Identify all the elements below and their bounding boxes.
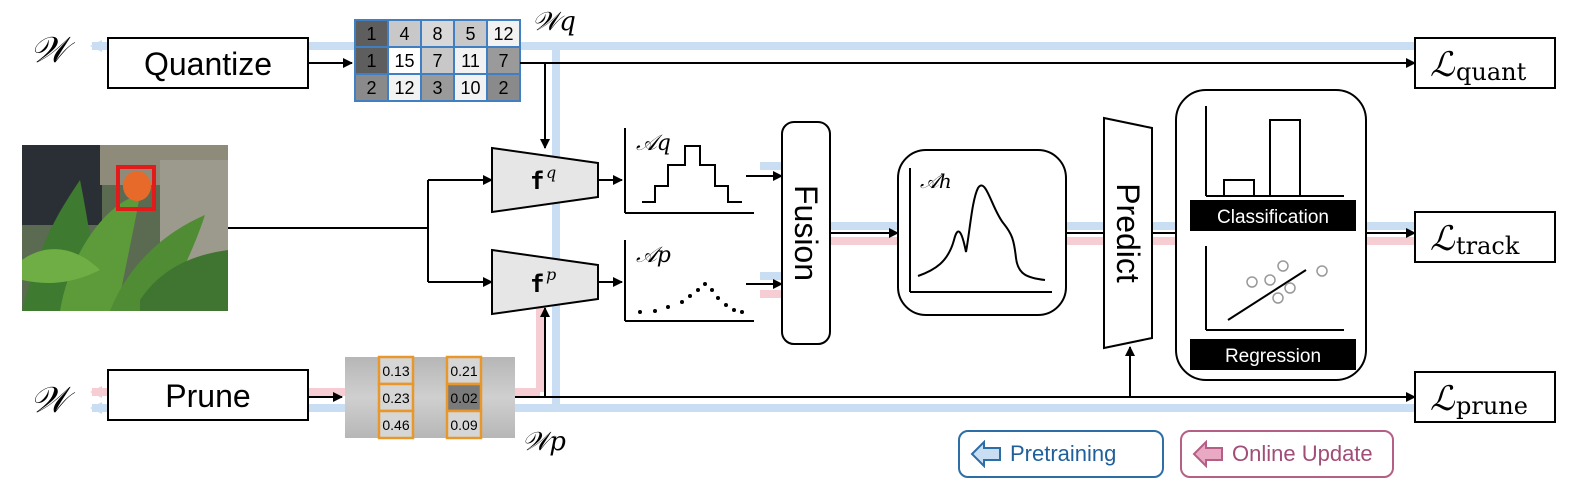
prune-cell <box>481 411 515 438</box>
quant-cell <box>486 73 521 102</box>
track-loss: ℒ track <box>1414 211 1556 263</box>
prediction-heads: Classification Regression <box>1175 89 1367 381</box>
quant-loss: ℒ quant <box>1414 37 1556 89</box>
quant-cell-value: 2 <box>366 78 376 98</box>
quant-cell-value: 15 <box>394 51 414 71</box>
classification-label: Classification <box>1217 207 1329 228</box>
quantize-box <box>107 37 309 89</box>
quant-cell <box>420 46 455 75</box>
svg-text:q: q <box>546 163 556 182</box>
fused-response-plot: 𝒜h <box>897 149 1067 316</box>
weights-label-bottom: 𝒲 <box>30 380 76 421</box>
prune-cell <box>413 411 447 438</box>
svg-text:prune: prune <box>1456 392 1528 420</box>
prune-cell-value: 0.46 <box>382 417 409 433</box>
connection-lines <box>228 58 1416 402</box>
prune-cell <box>413 384 447 411</box>
prune-cell <box>345 384 379 411</box>
quant-cell <box>387 73 422 102</box>
fusion-block: Fusion <box>781 121 831 345</box>
quant-cell-value: 7 <box>432 51 442 71</box>
predict-label: Predict <box>1110 183 1146 283</box>
quantize-label: Quantize <box>144 46 272 82</box>
quant-cell-value: 2 <box>498 78 508 98</box>
legend-pretraining: Pretraining <box>958 430 1164 478</box>
quant-cell <box>420 73 455 102</box>
weights-label-top: 𝒲 <box>30 30 76 71</box>
quant-cell-value: 12 <box>493 24 513 44</box>
svg-text:ℒ: ℒ <box>1430 45 1456 85</box>
fusion-label: Fusion <box>788 185 824 281</box>
prune-cell-value: 0.09 <box>450 417 477 433</box>
quant-encoder: f q <box>491 146 599 214</box>
quant-cell-value: 1 <box>366 51 376 71</box>
quant-cell <box>354 46 389 75</box>
input-frame-image <box>22 145 228 311</box>
prune-cell <box>345 411 379 438</box>
quant-cell-value: 1 <box>366 24 376 44</box>
quant-cell-value: 7 <box>498 51 508 71</box>
left-arrow-icon <box>970 440 1001 468</box>
svg-text:ℒ: ℒ <box>1430 379 1456 419</box>
legend-online-update: Online Update <box>1180 430 1394 478</box>
quant-cell-value: 10 <box>460 78 480 98</box>
quant-response-label: 𝒜q <box>636 131 671 156</box>
svg-text:ℒ: ℒ <box>1430 219 1456 259</box>
prune-kept-cell <box>377 382 415 413</box>
svg-text:f: f <box>530 167 544 195</box>
quant-cell-value: 8 <box>432 24 442 44</box>
legend-pretraining-label: Pretraining <box>1010 441 1117 466</box>
prune-cell <box>481 357 515 384</box>
regression-label: Regression <box>1225 346 1321 367</box>
quantized-weight-matrix: 1 4 8 5 12 1 15 7 11 7 2 12 3 10 2 <box>354 19 521 102</box>
quant-cell-value: 11 <box>461 51 480 71</box>
quant-cell-value: 5 <box>465 24 475 44</box>
pruned-weights-label: 𝒲p <box>522 427 566 457</box>
quant-response-plot: 𝒜q <box>624 128 754 214</box>
prune-cell-value: 0.02 <box>450 390 477 406</box>
prune-response-plot: 𝒜p <box>624 240 754 322</box>
quant-cell-value: 3 <box>432 78 442 98</box>
prune-response-label: 𝒜p <box>636 243 671 268</box>
svg-text:p: p <box>546 265 556 284</box>
prune-encoder: f p <box>491 248 599 316</box>
prune-label: Prune <box>165 378 250 414</box>
legend-online-update-label: Online Update <box>1232 441 1373 466</box>
svg-text:track: track <box>1456 232 1520 260</box>
prune-cell-value: 0.13 <box>382 363 409 379</box>
svg-text:quant: quant <box>1456 58 1527 86</box>
svg-text:f: f <box>530 270 544 298</box>
left-arrow-icon <box>1192 440 1223 468</box>
prune-cell-value: 0.23 <box>382 390 409 406</box>
prune-kept-cell <box>377 409 415 440</box>
prune-cell <box>345 357 379 384</box>
prune-kept-cell <box>445 355 483 386</box>
quant-cell <box>453 73 488 102</box>
prune-cell <box>481 384 515 411</box>
quantized-weights-label: 𝒲q <box>532 7 576 37</box>
prune-kept-cell <box>445 409 483 440</box>
prune-box <box>107 369 309 421</box>
quant-cell-value: 12 <box>394 78 414 98</box>
quant-cell <box>453 46 488 75</box>
predict-block: Predict <box>1103 116 1153 350</box>
prune-cell-value: 0.21 <box>450 363 477 379</box>
prune-loss: ℒ prune <box>1414 371 1556 423</box>
quant-cell-value: 4 <box>399 24 409 44</box>
target-bounding-box <box>116 165 156 211</box>
pruned-weight-matrix: 0.13 0.21 0.23 0.02 0.46 0.09 <box>345 355 515 440</box>
prune-cell <box>413 357 447 384</box>
fused-response-label: 𝒜h <box>920 169 952 193</box>
